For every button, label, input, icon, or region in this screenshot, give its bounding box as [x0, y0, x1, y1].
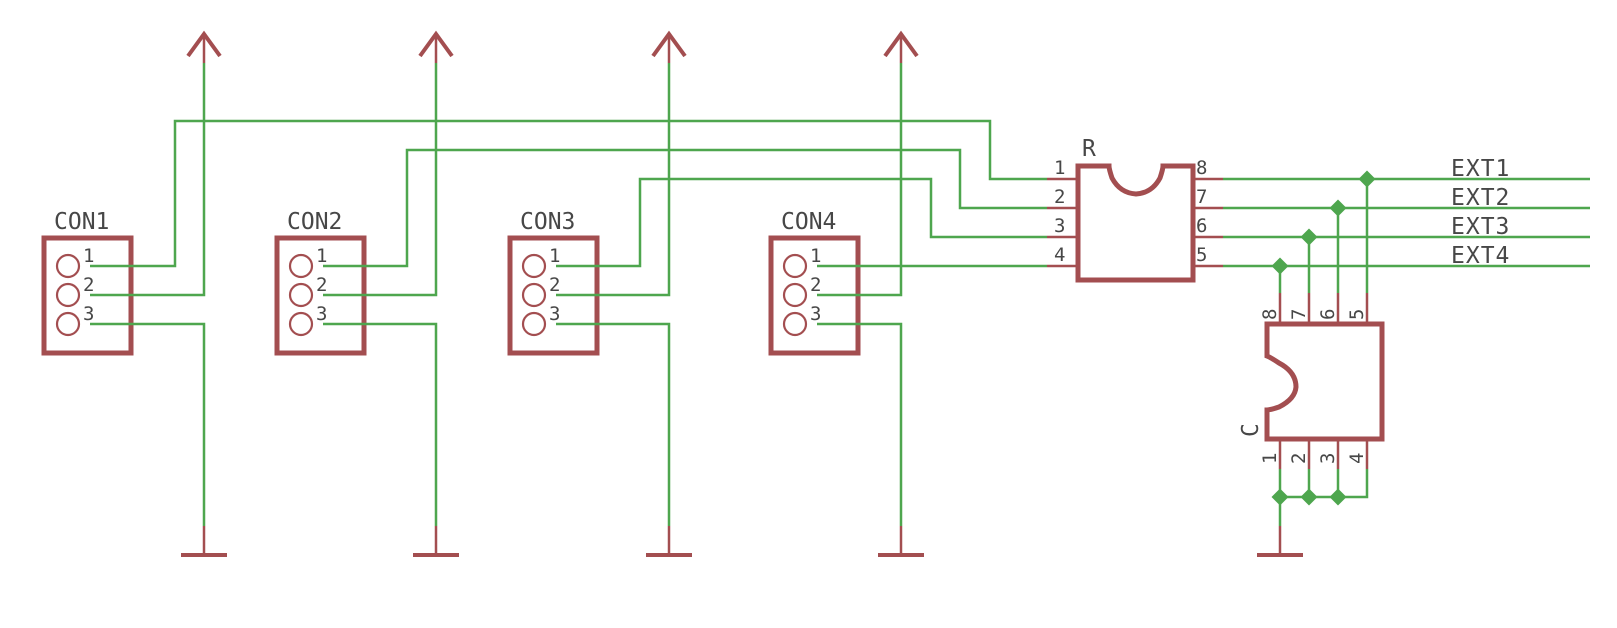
pin-number: 7	[1196, 186, 1207, 208]
pin-number: 2	[549, 274, 560, 296]
pin-pad[interactable]	[288, 253, 314, 279]
pin-number: 3	[316, 303, 327, 325]
pin-pad[interactable]	[521, 253, 547, 279]
junction-dot	[1300, 488, 1318, 506]
ground-icon[interactable]	[181, 526, 227, 557]
junction-dot	[1271, 257, 1289, 275]
signal-wires	[90, 119, 1047, 268]
supply-arrow-icon[interactable]	[883, 30, 919, 63]
pin-number: 2	[1054, 186, 1065, 208]
net-label: EXT3	[1451, 214, 1510, 240]
net-label: EXT1	[1451, 156, 1510, 182]
supply-arrow-icon[interactable]	[651, 30, 687, 63]
ground-symbols	[181, 526, 1303, 557]
connector-label: CON1	[54, 209, 109, 235]
pin-pad[interactable]	[782, 311, 808, 337]
chip-label: R	[1082, 136, 1096, 162]
ground-icon[interactable]	[413, 526, 459, 557]
wire-con1-r1[interactable]	[90, 119, 1047, 268]
supply-arrow-icon[interactable]	[418, 30, 454, 63]
wire-con3-r3[interactable]	[556, 177, 1047, 268]
junction-dot	[1358, 170, 1376, 188]
pin-pad[interactable]	[288, 282, 314, 308]
pin-pad[interactable]	[55, 282, 81, 308]
pin-number: 1	[83, 245, 94, 267]
ext-nets: EXT1 EXT2 EXT3 EXT4	[1223, 156, 1590, 269]
junction-dot	[1271, 488, 1289, 506]
pin-number: 6	[1317, 309, 1339, 320]
pin-pad[interactable]	[782, 253, 808, 279]
pin-number: 3	[810, 303, 821, 325]
connector-con1[interactable]: CON1 1 2 3	[41, 209, 134, 356]
junction-dot	[1300, 228, 1318, 246]
pin-number: 2	[316, 274, 327, 296]
pin-number: 5	[1346, 309, 1368, 320]
wire-vcc-con1[interactable]	[90, 63, 206, 297]
connector-label: CON4	[781, 209, 836, 235]
ground-icon[interactable]	[878, 526, 924, 557]
wire-vcc-con2[interactable]	[323, 63, 438, 297]
pin-number: 6	[1196, 215, 1207, 237]
supply-arrows	[186, 30, 919, 63]
pin-number: 1	[316, 245, 327, 267]
supply-rails	[90, 63, 903, 526]
pin-pad[interactable]	[782, 282, 808, 308]
pin-pad[interactable]	[521, 282, 547, 308]
pin-number: 1	[1259, 453, 1281, 464]
connector-label: CON2	[287, 209, 342, 235]
pin-number: 3	[549, 303, 560, 325]
pin-pad[interactable]	[55, 311, 81, 337]
pin-number: 3	[1054, 215, 1065, 237]
pin-number: 1	[549, 245, 560, 267]
chip-body	[1264, 321, 1385, 442]
net-label: EXT2	[1451, 185, 1510, 211]
pin-number: 4	[1054, 244, 1065, 266]
chip-c-ground-bus	[1278, 469, 1369, 526]
junction-dot	[1329, 199, 1347, 217]
wire-c4-bus[interactable]	[1280, 469, 1369, 499]
pin-pad[interactable]	[55, 253, 81, 279]
chip-body	[1075, 163, 1196, 283]
pin-number: 4	[1346, 453, 1368, 464]
pin-number: 8	[1259, 309, 1281, 320]
pin-number: 3	[83, 303, 94, 325]
pin-number: 3	[1317, 453, 1339, 464]
pin-number: 1	[810, 245, 821, 267]
wire-vcc-con4[interactable]	[817, 63, 903, 297]
pin-pad[interactable]	[288, 311, 314, 337]
pin-number: 1	[1054, 157, 1065, 179]
pin-number: 8	[1196, 157, 1207, 179]
wire-con2-r2[interactable]	[323, 148, 1047, 268]
wire-gnd-con2[interactable]	[323, 322, 438, 526]
ground-icon[interactable]	[646, 526, 692, 557]
pin-number: 7	[1288, 309, 1310, 320]
chip-r[interactable]: R 1 2 3 4 8 7 6 5	[1047, 136, 1223, 283]
wire-vcc-con3[interactable]	[556, 63, 671, 297]
chip-c[interactable]: 8 7 6 5 1 2 3 4 C	[1238, 293, 1385, 469]
chip-label: C	[1238, 423, 1264, 437]
pin-number: 5	[1196, 244, 1207, 266]
pin-number: 2	[83, 274, 94, 296]
pin-pad[interactable]	[521, 311, 547, 337]
junction-dot	[1329, 488, 1347, 506]
wire-gnd-con1[interactable]	[90, 322, 206, 526]
connector-label: CON3	[520, 209, 575, 235]
supply-arrow-icon[interactable]	[186, 30, 222, 63]
connector-con3[interactable]: CON3 1 2 3	[507, 209, 600, 356]
wire-gnd-con3[interactable]	[556, 322, 671, 526]
net-label: EXT4	[1451, 243, 1510, 269]
chip-c-top-wires	[1278, 179, 1369, 293]
pin-number: 2	[810, 274, 821, 296]
connector-con4[interactable]: CON4 1 2 3	[768, 209, 861, 356]
wire-gnd-con4[interactable]	[817, 322, 903, 526]
connector-con2[interactable]: CON2 1 2 3	[274, 209, 367, 356]
pin-number: 2	[1288, 453, 1310, 464]
ground-icon[interactable]	[1257, 526, 1303, 557]
